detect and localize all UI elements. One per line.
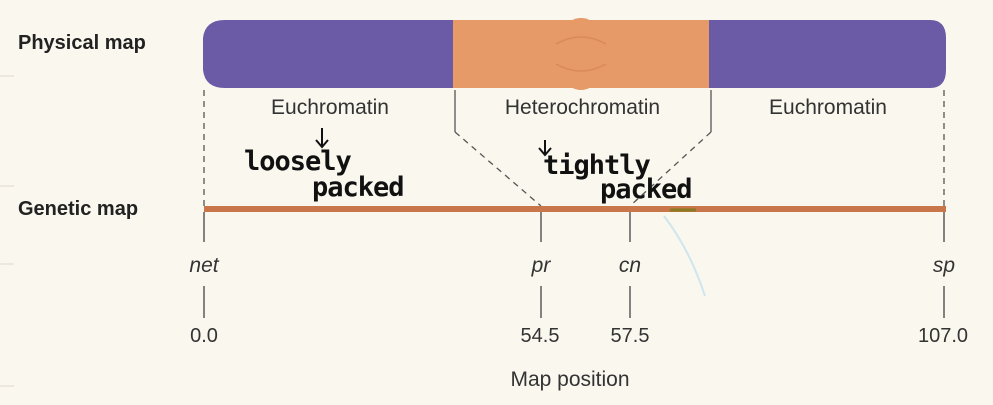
handwritten-arrows xyxy=(315,128,552,157)
annotation-packed-left: packed xyxy=(312,172,405,203)
faint-pen-stroke xyxy=(663,215,706,297)
physical-map-label: Physical map xyxy=(18,32,146,54)
gene-label-net: net xyxy=(189,254,219,277)
position-label-sp: 107.0 xyxy=(917,325,969,347)
gene-label-sp: sp xyxy=(932,254,956,277)
region-label-euchromatin-left: Euchromatin xyxy=(271,96,389,119)
euchromatin-left-segment xyxy=(203,20,455,88)
chromosome xyxy=(203,18,946,90)
annotation-tightly: tightly xyxy=(543,150,651,181)
annotation-loosely: loosely xyxy=(244,146,352,177)
gene-label-pr: pr xyxy=(531,254,551,277)
arrow-tightly-icon xyxy=(538,140,552,157)
arrow-loosely-icon xyxy=(315,128,329,149)
region-label-euchromatin-right: Euchromatin xyxy=(769,96,887,119)
annotation-packed-right: packed xyxy=(600,174,693,205)
hetero-right-projection xyxy=(629,131,712,207)
genetic-map-label: Genetic map xyxy=(18,198,139,220)
gene-ticks xyxy=(203,212,945,318)
region-boundaries xyxy=(203,90,945,208)
hetero-left-projection xyxy=(454,131,542,207)
position-label-pr: 54.5 xyxy=(520,325,560,347)
position-label-net: 0.0 xyxy=(190,325,218,347)
euchromatin-right-segment xyxy=(709,20,946,88)
map-position-axis-title: Map position xyxy=(510,368,630,391)
region-label-heterochromatin: Heterochromatin xyxy=(504,96,661,119)
notebook-lines xyxy=(0,75,14,387)
genetic-map-line xyxy=(204,206,946,212)
centromere xyxy=(555,18,607,90)
centromere-outline xyxy=(555,36,607,72)
gene-label-cn: cn xyxy=(618,254,642,277)
position-label-cn: 57.5 xyxy=(610,325,650,347)
